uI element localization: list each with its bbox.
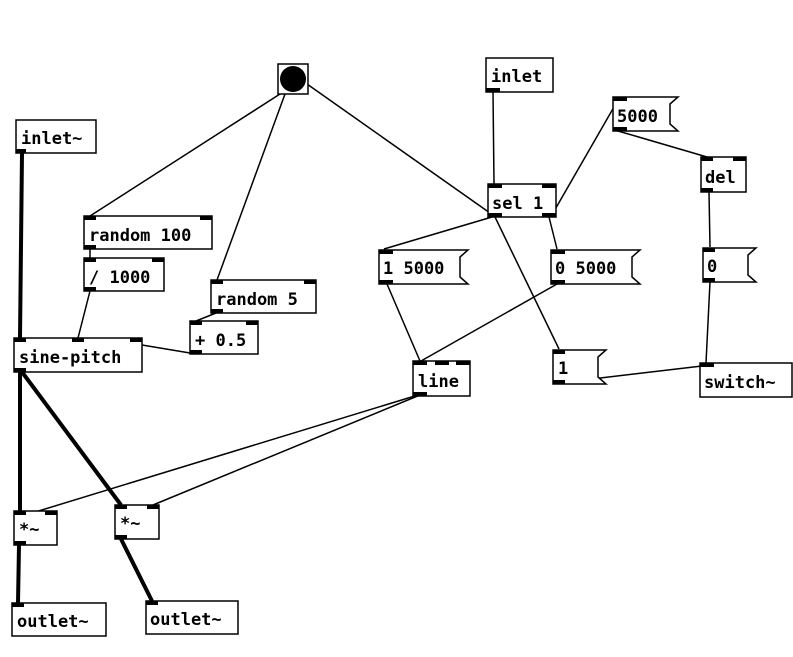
object-sel-1[interactable]: sel 1 (487, 183, 557, 218)
object-label: random 5 (216, 290, 298, 310)
message-label: 0 (707, 257, 717, 277)
object-label: *~ (120, 514, 140, 534)
object-inlet-signal[interactable]: inlet~ (15, 119, 97, 154)
object-label: *~ (19, 520, 39, 540)
object-label: sine-pitch (19, 348, 121, 368)
object-label: outlet~ (150, 610, 222, 630)
object-label: sel 1 (492, 194, 543, 214)
object-label: + 0.5 (195, 331, 246, 351)
object-label: switch~ (704, 373, 776, 393)
object-plus-0.5[interactable]: + 0.5 (189, 320, 259, 355)
message-0[interactable]: 0 (702, 247, 758, 283)
object-del[interactable]: del (700, 156, 747, 193)
message-label: 0 5000 (555, 259, 616, 279)
object-label: del (705, 168, 736, 188)
bang-circle-icon (280, 66, 306, 92)
message-1[interactable]: 1 (552, 349, 608, 385)
bang-button[interactable] (277, 63, 309, 95)
object-random-100[interactable]: random 100 (83, 215, 213, 250)
object-multiply-left[interactable]: *~ (13, 510, 58, 546)
object-outlet-right[interactable]: outlet~ (145, 600, 239, 635)
message-0-5000[interactable]: 0 5000 (550, 249, 642, 285)
message-label: 5000 (617, 107, 658, 127)
object-divide-1000[interactable]: / 1000 (83, 257, 165, 292)
object-label: line (418, 372, 459, 392)
object-label: inlet~ (21, 129, 82, 149)
connections (16, 83, 711, 604)
object-outlet-left[interactable]: outlet~ (11, 602, 107, 637)
message-5000[interactable]: 5000 (612, 96, 680, 132)
object-multiply-right[interactable]: *~ (114, 504, 160, 540)
object-label: outlet~ (17, 612, 89, 632)
object-line[interactable]: line (412, 360, 471, 397)
message-label: 1 5000 (383, 259, 444, 279)
object-switch[interactable]: switch~ (699, 362, 793, 398)
object-label: / 1000 (89, 268, 150, 288)
object-label: inlet (491, 67, 542, 87)
object-sine-pitch[interactable]: sine-pitch (13, 337, 143, 373)
object-inlet[interactable]: inlet (485, 57, 554, 93)
message-1-5000[interactable]: 1 5000 (378, 249, 470, 285)
object-label: random 100 (89, 226, 191, 246)
message-label: 1 (558, 359, 568, 379)
object-random-5[interactable]: random 5 (210, 279, 317, 314)
